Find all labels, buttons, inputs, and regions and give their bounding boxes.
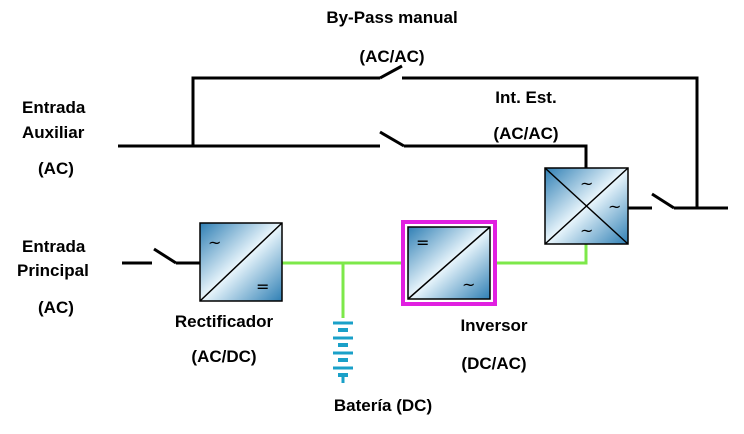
main-input-line [122, 247, 200, 265]
static-switch-type: (AC/AC) [493, 124, 558, 143]
static-switch-block: ~ ~ ~ [544, 167, 629, 245]
battery-label: Batería (DC) [334, 396, 432, 415]
static-switch-title: Int. Est. [495, 88, 556, 107]
inverter-title: Inversor [460, 316, 527, 335]
battery-icon [333, 321, 353, 383]
inverter-block: = ~ [401, 220, 497, 306]
rectifier-ac-symbol: ~ [208, 233, 221, 252]
rectifier-block: ~ = [199, 222, 283, 302]
dc-bus [282, 244, 588, 318]
rectifier-type: (AC/DC) [191, 347, 256, 366]
bypass-type: (AC/AC) [359, 47, 424, 66]
aux-type: (AC) [38, 159, 74, 178]
rectifier-dc-symbol: = [256, 277, 269, 296]
bypass-title: By-Pass manual [326, 8, 457, 27]
inverter-ac-symbol: ~ [462, 275, 475, 294]
inverter-dc-symbol: = [416, 233, 429, 252]
main-type: (AC) [38, 298, 74, 317]
static-bottom-ac-symbol: ~ [580, 221, 593, 240]
inverter-type: (DC/AC) [461, 354, 526, 373]
static-top-ac-symbol: ~ [580, 174, 593, 193]
bypass-line [191, 64, 699, 208]
static-right-ac-symbol: ~ [608, 197, 621, 216]
inverter-output-line [496, 244, 588, 265]
output-line [628, 192, 728, 210]
auxiliary-line [118, 130, 588, 168]
aux-label-line1: Entrada [22, 98, 86, 117]
rectifier-title: Rectificador [175, 312, 274, 331]
main-label-line1: Entrada [22, 237, 86, 256]
ac-wiring [118, 64, 728, 265]
aux-label-line2: Auxiliar [22, 123, 85, 142]
main-label-line2: Principal [17, 261, 89, 280]
